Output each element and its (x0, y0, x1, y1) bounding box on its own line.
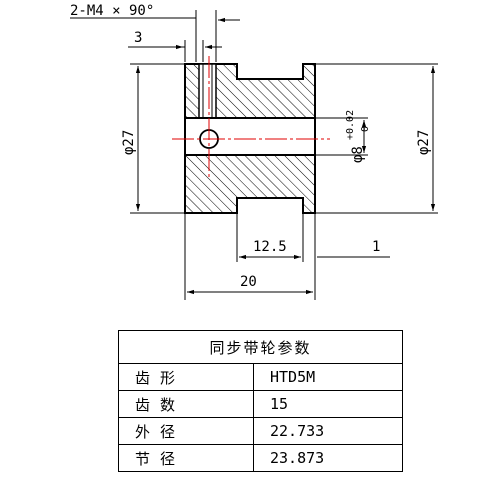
row-label: 外径 (118, 417, 254, 445)
row-value: 15 (253, 390, 403, 418)
row-label: 齿形 (118, 363, 254, 391)
table-row: 齿数 15 (118, 390, 403, 418)
dim-total-width: 20 (240, 274, 257, 290)
hub-width-dim: 12.5 1 (236, 213, 390, 262)
center-lines (172, 56, 330, 178)
table-title-row: 同步带轮参数 (118, 330, 403, 364)
row-value: 23.873 (253, 444, 403, 472)
dim-bore: φ8 (350, 146, 366, 163)
dim-outer-left: φ27 (121, 130, 137, 155)
dim-hub-width: 12.5 (253, 239, 287, 255)
pulley-section (184, 63, 316, 214)
bore-diameter-dim: φ8 +0.02 0 (315, 110, 371, 163)
row-value: 22.733 (253, 417, 403, 445)
thread-note: 2-M4 × 90° (70, 3, 154, 19)
set-screw-hole (198, 63, 217, 119)
thread-callout: 2-M4 × 90° 3 (70, 3, 240, 62)
dim-thread-offset: 3 (134, 30, 142, 46)
pulley-parameters-table: 同步带轮参数 齿形 HTD5M 齿数 15 外径 22.733 节径 23.87… (118, 330, 403, 472)
bore-tol-lower: 0 (360, 126, 371, 132)
table-row: 节径 23.873 (118, 444, 403, 472)
row-label: 齿数 (118, 390, 254, 418)
table-title: 同步带轮参数 (118, 330, 403, 364)
dim-flange: 1 (372, 239, 380, 255)
right-diameter-dim: φ27 (315, 63, 438, 214)
lower-section-hatch (184, 154, 316, 214)
left-diameter-dim: φ27 (121, 63, 185, 214)
table-row: 外径 22.733 (118, 417, 403, 445)
table-row: 齿形 HTD5M (118, 363, 403, 391)
row-label: 节径 (118, 444, 254, 472)
dim-outer-right: φ27 (416, 130, 432, 155)
total-width-dim: 20 (184, 213, 316, 300)
bore-tol-upper: +0.02 (345, 110, 356, 140)
row-value: HTD5M (253, 363, 403, 391)
